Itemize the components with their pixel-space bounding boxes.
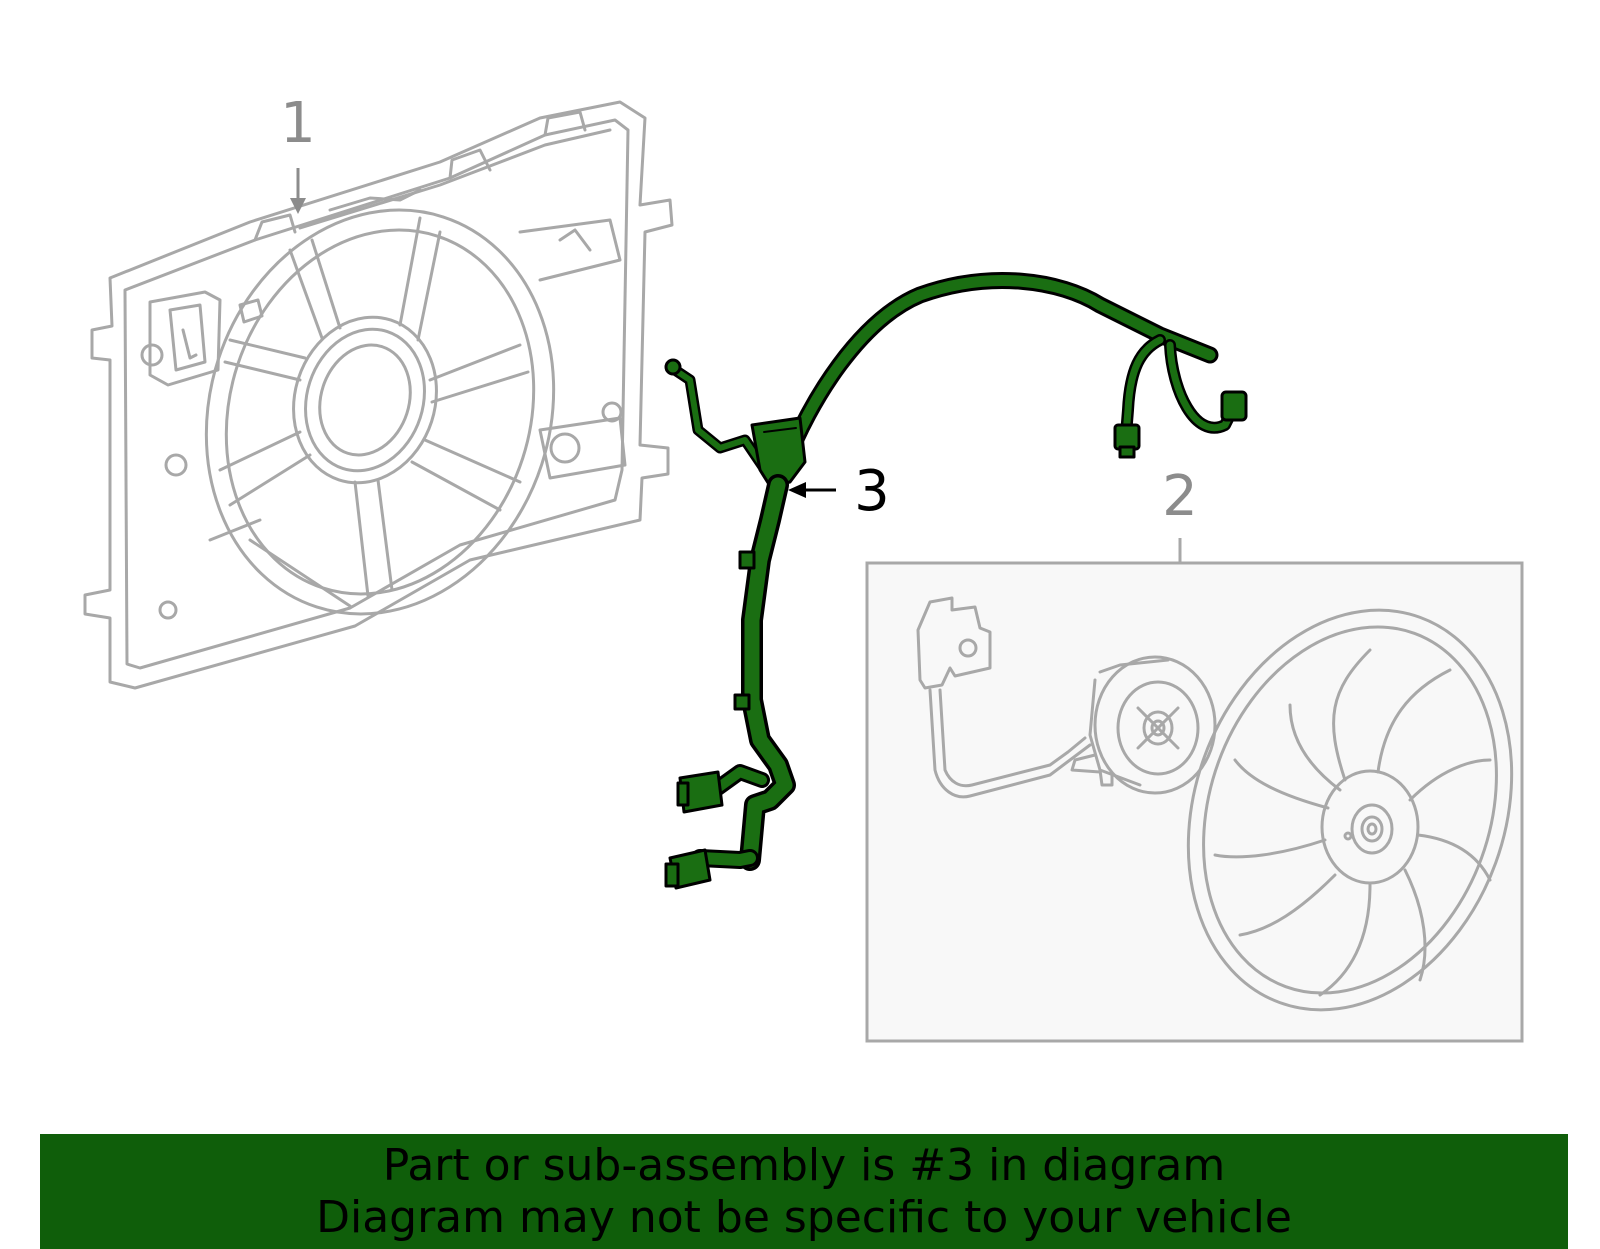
callout-arrow-1 — [290, 168, 306, 214]
callout-label-3: 3 — [854, 459, 890, 524]
banner-line-1: Part or sub-assembly is #3 in diagram — [382, 1139, 1226, 1191]
callout-label-2: 2 — [1162, 464, 1198, 529]
callout-arrow-3 — [788, 482, 836, 498]
fan-assembly-part-2 — [865, 538, 1524, 1043]
wiring-harness-part-3 — [664, 272, 1248, 890]
info-banner: Part or sub-assembly is #3 in diagram Di… — [40, 1134, 1568, 1249]
callout-label-1: 1 — [280, 91, 316, 156]
banner-line-2: Diagram may not be specific to your vehi… — [316, 1191, 1292, 1243]
fan-shroud-part-1 — [83, 100, 674, 690]
